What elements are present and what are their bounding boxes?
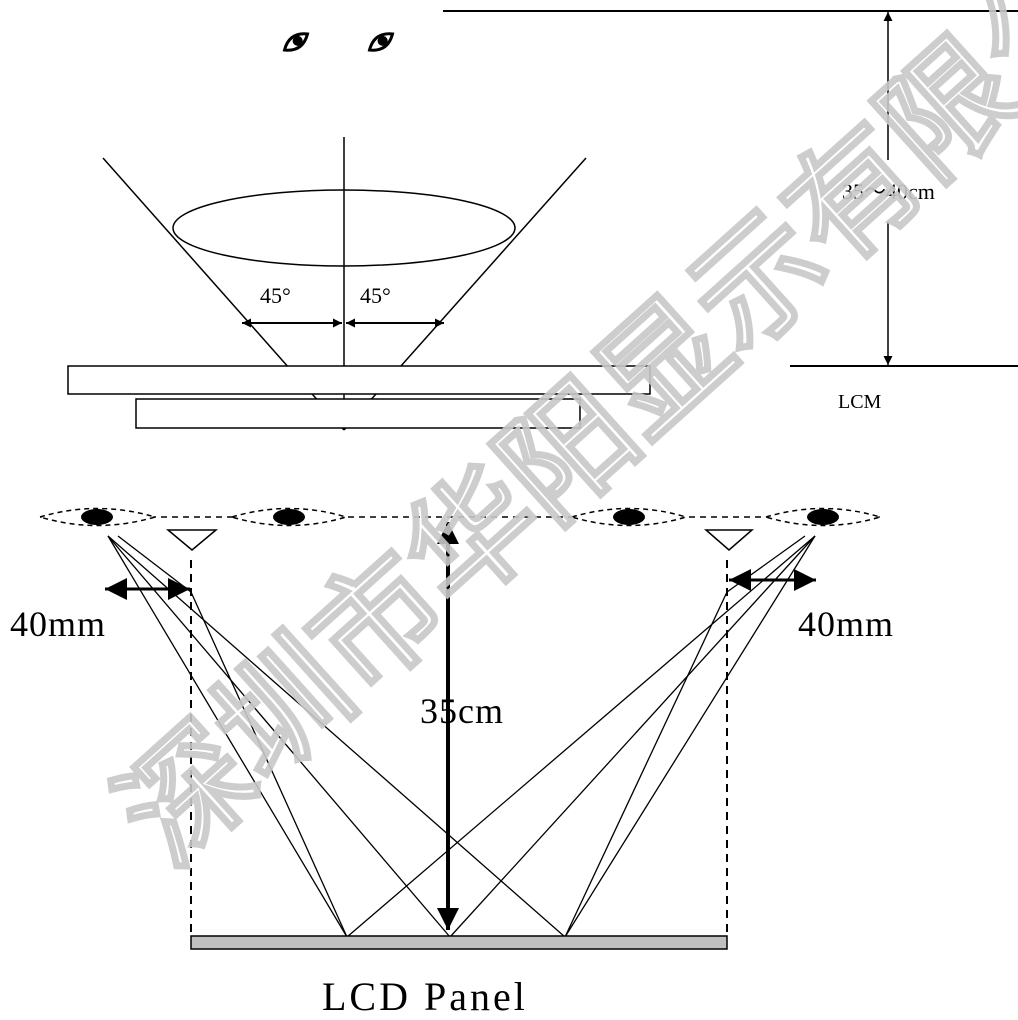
nose-triangle-icon <box>703 529 755 551</box>
viewing-cone-group: 45° 45° <box>67 32 651 431</box>
lcd-panel <box>190 935 728 950</box>
distance-label: 35～40cm <box>842 179 935 204</box>
lcm-label: LCM <box>838 391 882 413</box>
angle-left-label: 45° <box>260 283 291 308</box>
lcd-panel-label: LCD Panel <box>322 974 528 1019</box>
distance-group: 35～40cm LCM <box>443 10 1018 413</box>
left-sight-lines <box>107 535 566 938</box>
side-view-group: 40mm 40mm 35cm LCD Panel <box>10 507 894 1019</box>
eye-icon <box>763 507 883 527</box>
left-offset-label: 40mm <box>10 604 106 644</box>
right-offset-label: 40mm <box>798 604 894 644</box>
nose-triangle-icon <box>165 529 219 551</box>
cone-ellipse <box>172 189 516 267</box>
glass-plate-lower <box>135 398 581 429</box>
eye-icon <box>282 32 310 52</box>
inner-rays <box>190 591 728 938</box>
angle-right-label: 45° <box>360 283 391 308</box>
eye-icon <box>37 507 158 527</box>
viewing-distance-label: 35cm <box>420 691 504 731</box>
right-sight-lines <box>346 535 816 938</box>
glass-plate-upper <box>67 365 651 395</box>
eye-icon <box>229 507 349 527</box>
eye-icon <box>569 507 689 527</box>
eye-icon <box>367 32 395 52</box>
